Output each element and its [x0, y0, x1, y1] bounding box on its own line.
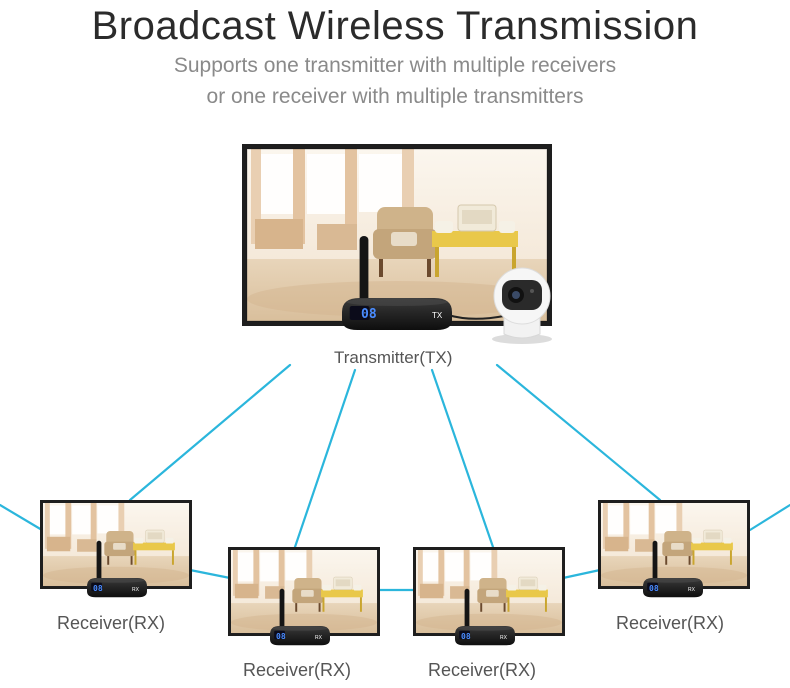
receiver-tv-4: 08 RX: [598, 500, 750, 598]
link-right-edge: [748, 503, 790, 532]
link-tx-rx1: [128, 363, 292, 502]
transmitter-tv: 08 TX: [242, 144, 552, 344]
rx-device-display: 08: [93, 584, 103, 593]
rx-device-badge: RX: [315, 635, 323, 641]
receiver-label-4: Receiver(RX): [616, 613, 725, 633]
tx-device-display: 08: [361, 307, 377, 322]
link-tx-rx4: [495, 363, 662, 502]
link-rx3-rx4: [561, 568, 602, 580]
rx-device-badge: RX: [688, 587, 696, 593]
subtitle-line-1: Supports one transmitter with multiple r…: [173, 54, 617, 77]
rx-device-display: 08: [649, 584, 659, 593]
rx-device-badge: RX: [132, 587, 140, 593]
link-tx-rx3: [430, 368, 495, 549]
receiver-label-1: Receiver(RX): [57, 613, 166, 633]
receiver-label-2: Receiver(RX): [243, 660, 352, 680]
receiver-tv-3: 08 RX: [413, 547, 565, 646]
page-title: Broadcast Wireless Transmission: [91, 4, 699, 48]
rx-device-display: 08: [461, 632, 471, 641]
rx-device-display: 08: [276, 632, 286, 641]
link-left-edge: [0, 503, 44, 532]
receiver-label-3: Receiver(RX): [428, 660, 537, 680]
rx-device-badge: RX: [500, 635, 508, 641]
receiver-tv-2: 08 RX: [228, 547, 380, 646]
transmitter-label: Transmitter(TX): [334, 348, 453, 367]
receiver-tv-1: 08 RX: [40, 500, 192, 598]
link-tx-rx2: [293, 368, 357, 549]
security-camera-icon: [492, 267, 552, 344]
subtitle-line-2: or one receiver with multiple transmitte…: [206, 85, 584, 108]
tx-device-badge: TX: [432, 311, 443, 320]
link-rx1-rx2: [188, 568, 232, 580]
